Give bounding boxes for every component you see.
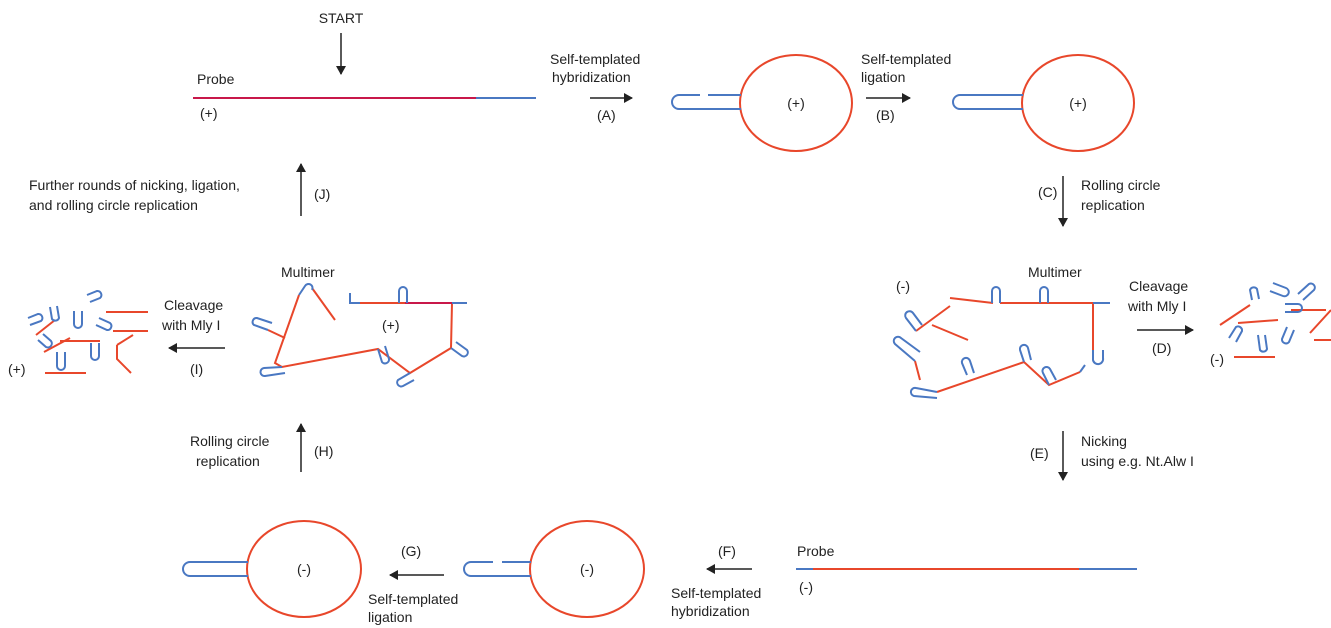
circle-a-sign: (+) (787, 95, 805, 111)
step-h-label: (H) (314, 443, 333, 459)
fragments-right-sign: (-) (1210, 351, 1224, 367)
step-j: Further rounds of nicking, ligation, and… (29, 163, 330, 216)
circle-b-ring (1021, 54, 1135, 152)
step-f-line1: Self-templated (671, 585, 761, 601)
probe-minus: Probe (-) (796, 543, 1137, 595)
step-b: Self-templated ligation (B) (861, 51, 951, 123)
step-g-line2: ligation (368, 609, 412, 625)
fragments-left: (+) (8, 290, 148, 377)
circle-b: (+) (952, 54, 1135, 152)
circle-g-hairpin (182, 561, 248, 577)
multimer-left: Multimer (+) (251, 264, 469, 388)
circle-a-hairpin (671, 94, 741, 110)
start-label: START (319, 10, 364, 26)
step-f-label: (F) (718, 543, 736, 559)
step-g-label: (G) (401, 543, 421, 559)
multimer-right-label: Multimer (1028, 264, 1082, 280)
step-f: (F) Self-templated hybridization (671, 543, 761, 619)
step-a-line1: Self-templated (550, 51, 640, 67)
multimer-left-sign: (+) (382, 317, 400, 333)
circle-b-hairpin (952, 94, 1023, 110)
step-a: Self-templated hybridization (A) (550, 51, 640, 123)
circle-f-sign: (-) (580, 561, 594, 577)
step-g-line1: Self-templated (368, 591, 458, 607)
circle-g: (-) (182, 520, 362, 618)
circle-g-sign: (-) (297, 561, 311, 577)
step-c-line1: Rolling circle (1081, 177, 1161, 193)
step-i-line2: with Mly I (161, 317, 220, 333)
step-i-line1: Cleavage (164, 297, 223, 313)
start-group: START (319, 10, 364, 75)
step-e: (E) Nicking using e.g. Nt.Alw I (1030, 431, 1194, 481)
step-i-label: (I) (190, 361, 203, 377)
step-h-line1: Rolling circle (190, 433, 270, 449)
multimer-left-label: Multimer (281, 264, 335, 280)
step-b-line1: Self-templated (861, 51, 951, 67)
probe-bottom-label: Probe (797, 543, 835, 559)
step-d-line2: with Mly I (1127, 298, 1186, 314)
step-a-line2: hybridization (552, 69, 631, 85)
step-a-label: (A) (597, 107, 616, 123)
circle-g-ring (246, 520, 362, 618)
probe-top-label: Probe (197, 71, 235, 87)
multimer-right-sign: (-) (896, 278, 910, 294)
step-e-line1: Nicking (1081, 433, 1127, 449)
step-c: (C) Rolling circle replication (1038, 176, 1161, 227)
step-d-label: (D) (1152, 340, 1171, 356)
step-j-line2: and rolling circle replication (29, 197, 198, 213)
step-d-line1: Cleavage (1129, 278, 1188, 294)
circle-a: (+) (671, 54, 853, 152)
probe-plus: Probe (+) (193, 71, 536, 121)
circle-b-sign: (+) (1069, 95, 1087, 111)
step-b-line2: ligation (861, 69, 905, 85)
step-e-label: (E) (1030, 445, 1049, 461)
step-b-label: (B) (876, 107, 895, 123)
fragments-right: (-) (1210, 282, 1331, 367)
step-d: Cleavage with Mly I (D) (1127, 278, 1194, 356)
probe-bottom-sign: (-) (799, 579, 813, 595)
step-c-label: (C) (1038, 184, 1057, 200)
step-i: Cleavage with Mly I (I) (161, 297, 225, 377)
circle-f-hairpin (463, 561, 531, 577)
step-c-line2: replication (1081, 197, 1145, 213)
step-e-line2: using e.g. Nt.Alw I (1081, 453, 1194, 469)
step-j-line1: Further rounds of nicking, ligation, (29, 177, 240, 193)
step-g: (G) Self-templated ligation (368, 543, 458, 625)
step-j-label: (J) (314, 186, 330, 202)
circle-f-ring (529, 520, 645, 618)
fragments-left-sign: (+) (8, 361, 26, 377)
step-h: Rolling circle replication (H) (190, 423, 333, 472)
step-h-line2: replication (196, 453, 260, 469)
circle-a-ring (739, 54, 853, 152)
step-f-line2: hybridization (671, 603, 750, 619)
multimer-right: Multimer (-) (892, 264, 1110, 399)
circle-f: (-) (463, 520, 645, 618)
probe-top-sign: (+) (200, 105, 218, 121)
